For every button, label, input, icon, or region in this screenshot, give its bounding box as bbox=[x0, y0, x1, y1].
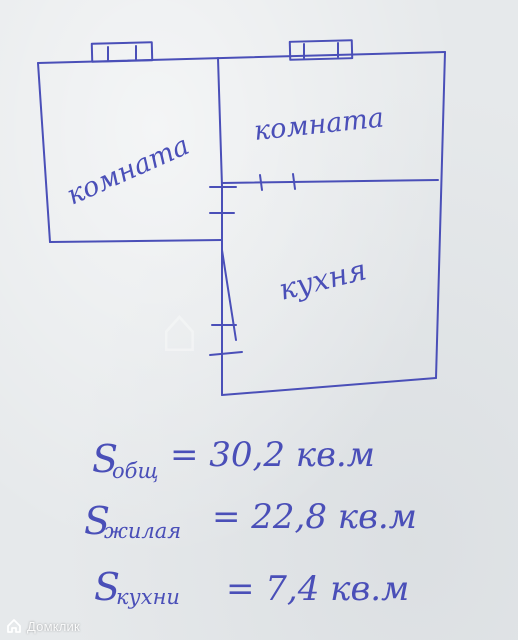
room-left-label: комната bbox=[62, 130, 194, 211]
area-kitchen-value: = 7,4 кв.м bbox=[226, 569, 409, 609]
area-living-subscript: жилая bbox=[104, 519, 181, 543]
wall-kitchen-top bbox=[221, 179, 439, 184]
door-mark-kitchen-top-2 bbox=[292, 173, 296, 190]
wall-partition bbox=[217, 57, 223, 187]
area-living-value: = 22,8 кв.м bbox=[212, 497, 417, 537]
watermark-text: Домклик bbox=[27, 618, 80, 634]
house-icon bbox=[6, 618, 22, 634]
kitchen-label: кухня bbox=[275, 252, 369, 306]
window-left bbox=[90, 41, 154, 63]
window-right bbox=[288, 39, 354, 61]
kitchen-slant bbox=[221, 249, 237, 341]
door-mark-kitchen-top-1 bbox=[259, 174, 263, 191]
room-right-label: комната bbox=[252, 103, 385, 147]
wall-right bbox=[435, 51, 446, 379]
wall-kitchen-bottom bbox=[221, 377, 437, 396]
area-total-value: = 30,2 кв.м bbox=[170, 435, 375, 475]
area-total-symbol: S bbox=[92, 437, 118, 481]
domclick-watermark: Домклик bbox=[6, 618, 80, 634]
door-mark-inner-4 bbox=[209, 351, 243, 356]
area-living-symbol: S bbox=[84, 499, 110, 543]
area-kitchen-subscript: кухни bbox=[116, 585, 180, 609]
wall-left-room-bottom bbox=[49, 239, 223, 243]
wall-left-room-left bbox=[37, 62, 51, 243]
area-kitchen-symbol: S bbox=[94, 565, 120, 609]
faint-watermark-mark: ⌂ bbox=[160, 293, 201, 365]
area-total-subscript: общ bbox=[112, 459, 158, 483]
